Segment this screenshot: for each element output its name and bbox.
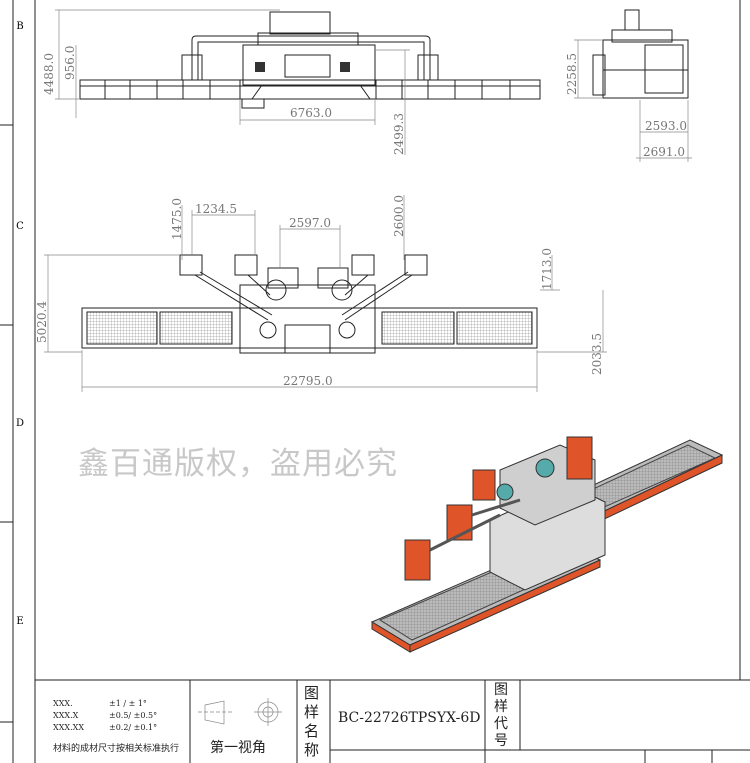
dim-2597: 2597.0 (289, 216, 331, 230)
tol-value: ±0.5/ ±0.5° (109, 711, 158, 720)
tolerance-table: XXX. ±1 / ± 1° XXX.X ±0.5/ ±0.5° XXX.XX ±0.… (53, 698, 157, 734)
tol-format: XXX.X (53, 711, 79, 720)
drawing-name: BC-22726TPSYX-6D (338, 710, 481, 726)
tol-format: XXX.XX (53, 723, 85, 732)
plan-view-dimensions (44, 195, 607, 392)
dim-2033: 2033.5 (590, 333, 604, 375)
side-view-dimensions (574, 39, 692, 162)
dim-22795: 22795.0 (283, 374, 333, 388)
dim-4488: 4488.0 (42, 53, 56, 95)
dim-956: 956.0 (63, 46, 77, 80)
tol-value: ±0.2/ ±0.1° (109, 723, 158, 732)
row-label-b: B (16, 21, 23, 32)
title-block-grid (34, 679, 750, 763)
dim-1234: 1234.5 (195, 202, 237, 216)
projection-symbol (198, 698, 282, 726)
dim-5020: 5020.4 (35, 301, 49, 343)
isometric-view (370, 436, 724, 653)
projection-label: 第一视角 (210, 740, 266, 756)
copyright-watermark: 鑫百通版权，盗用必究 (78, 446, 398, 482)
row-label-d: D (16, 418, 24, 429)
drawing-name-label: 图样名称 (304, 684, 320, 759)
row-label-e: E (16, 616, 23, 627)
material-note: 材料的成材尺寸按相关标准执行 (53, 744, 180, 754)
front-view (79, 11, 541, 109)
dim-2691: 2691.0 (643, 145, 685, 159)
front-view-dimensions (55, 9, 410, 155)
tol-value: ±1 / ± 1° (109, 699, 147, 708)
tol-format: XXX. (53, 699, 73, 708)
dim-6763: 6763.0 (290, 106, 332, 120)
drawing-code-label: 图样代号 (494, 682, 508, 749)
dim-2258: 2258.5 (565, 53, 579, 95)
plan-view (81, 254, 538, 354)
dim-1475: 1475.0 (170, 198, 184, 240)
dim-2499: 2499.3 (392, 113, 406, 155)
dim-2593: 2593.0 (645, 119, 687, 133)
dim-2600: 2600.0 (392, 195, 406, 237)
row-label-c: C (16, 221, 24, 232)
side-view (592, 9, 689, 99)
dim-1713: 1713.0 (540, 248, 554, 290)
